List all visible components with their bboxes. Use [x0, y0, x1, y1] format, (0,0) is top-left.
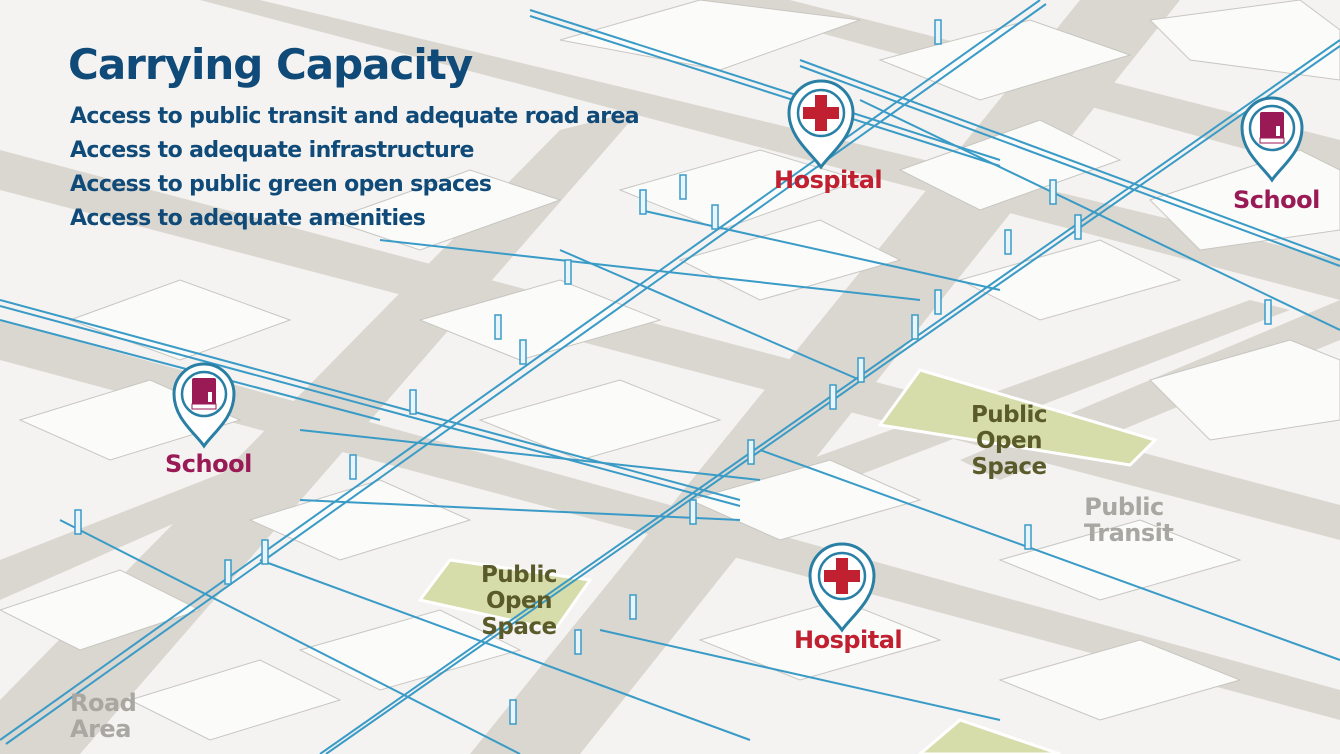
- hospital-label[interactable]: Hospital: [774, 166, 883, 194]
- criteria-item: Access to adequate infrastructure: [70, 138, 474, 163]
- open-space-label: Public Open Space: [446, 562, 592, 640]
- transit-label-line: Public: [1084, 493, 1164, 521]
- hospital-pin-icon[interactable]: [808, 542, 876, 633]
- open-space-label-line: Public Open: [970, 402, 1048, 454]
- open-space-label-line: Space: [971, 454, 1047, 480]
- green-open-spaces: [417, 368, 1158, 754]
- criteria-item: Access to public transit and adequate ro…: [70, 104, 640, 129]
- open-space-label-line: Space: [481, 614, 557, 640]
- page-title: Carrying Capacity: [68, 40, 473, 89]
- open-space-area-1: [877, 368, 1158, 467]
- criteria-list: Access to public transit and adequate ro…: [70, 100, 640, 236]
- open-space-area-2: [417, 558, 593, 632]
- road-area-label: Road Area: [70, 690, 140, 742]
- transit-label: Public Transit: [1084, 493, 1174, 547]
- hospital-pin-icon[interactable]: [787, 79, 855, 170]
- open-space-label-line: Public Open: [480, 562, 558, 614]
- criteria-item: Access to adequate amenities: [70, 206, 426, 231]
- open-space-label: Public Open Space: [936, 402, 1082, 480]
- school-label[interactable]: School: [1233, 186, 1320, 214]
- school-pin-icon[interactable]: [172, 362, 236, 449]
- open-space-area-3: [917, 718, 1061, 754]
- road-area-label-line: Road: [70, 689, 137, 717]
- school-label[interactable]: School: [165, 450, 252, 478]
- hospital-label[interactable]: Hospital: [794, 626, 903, 654]
- road-area-label-line: Area: [70, 715, 131, 743]
- school-pin-icon[interactable]: [1240, 96, 1304, 183]
- pipe-risers: [74, 19, 1272, 725]
- transit-label-line: Transit: [1084, 519, 1174, 547]
- criteria-item: Access to public green open spaces: [70, 172, 492, 197]
